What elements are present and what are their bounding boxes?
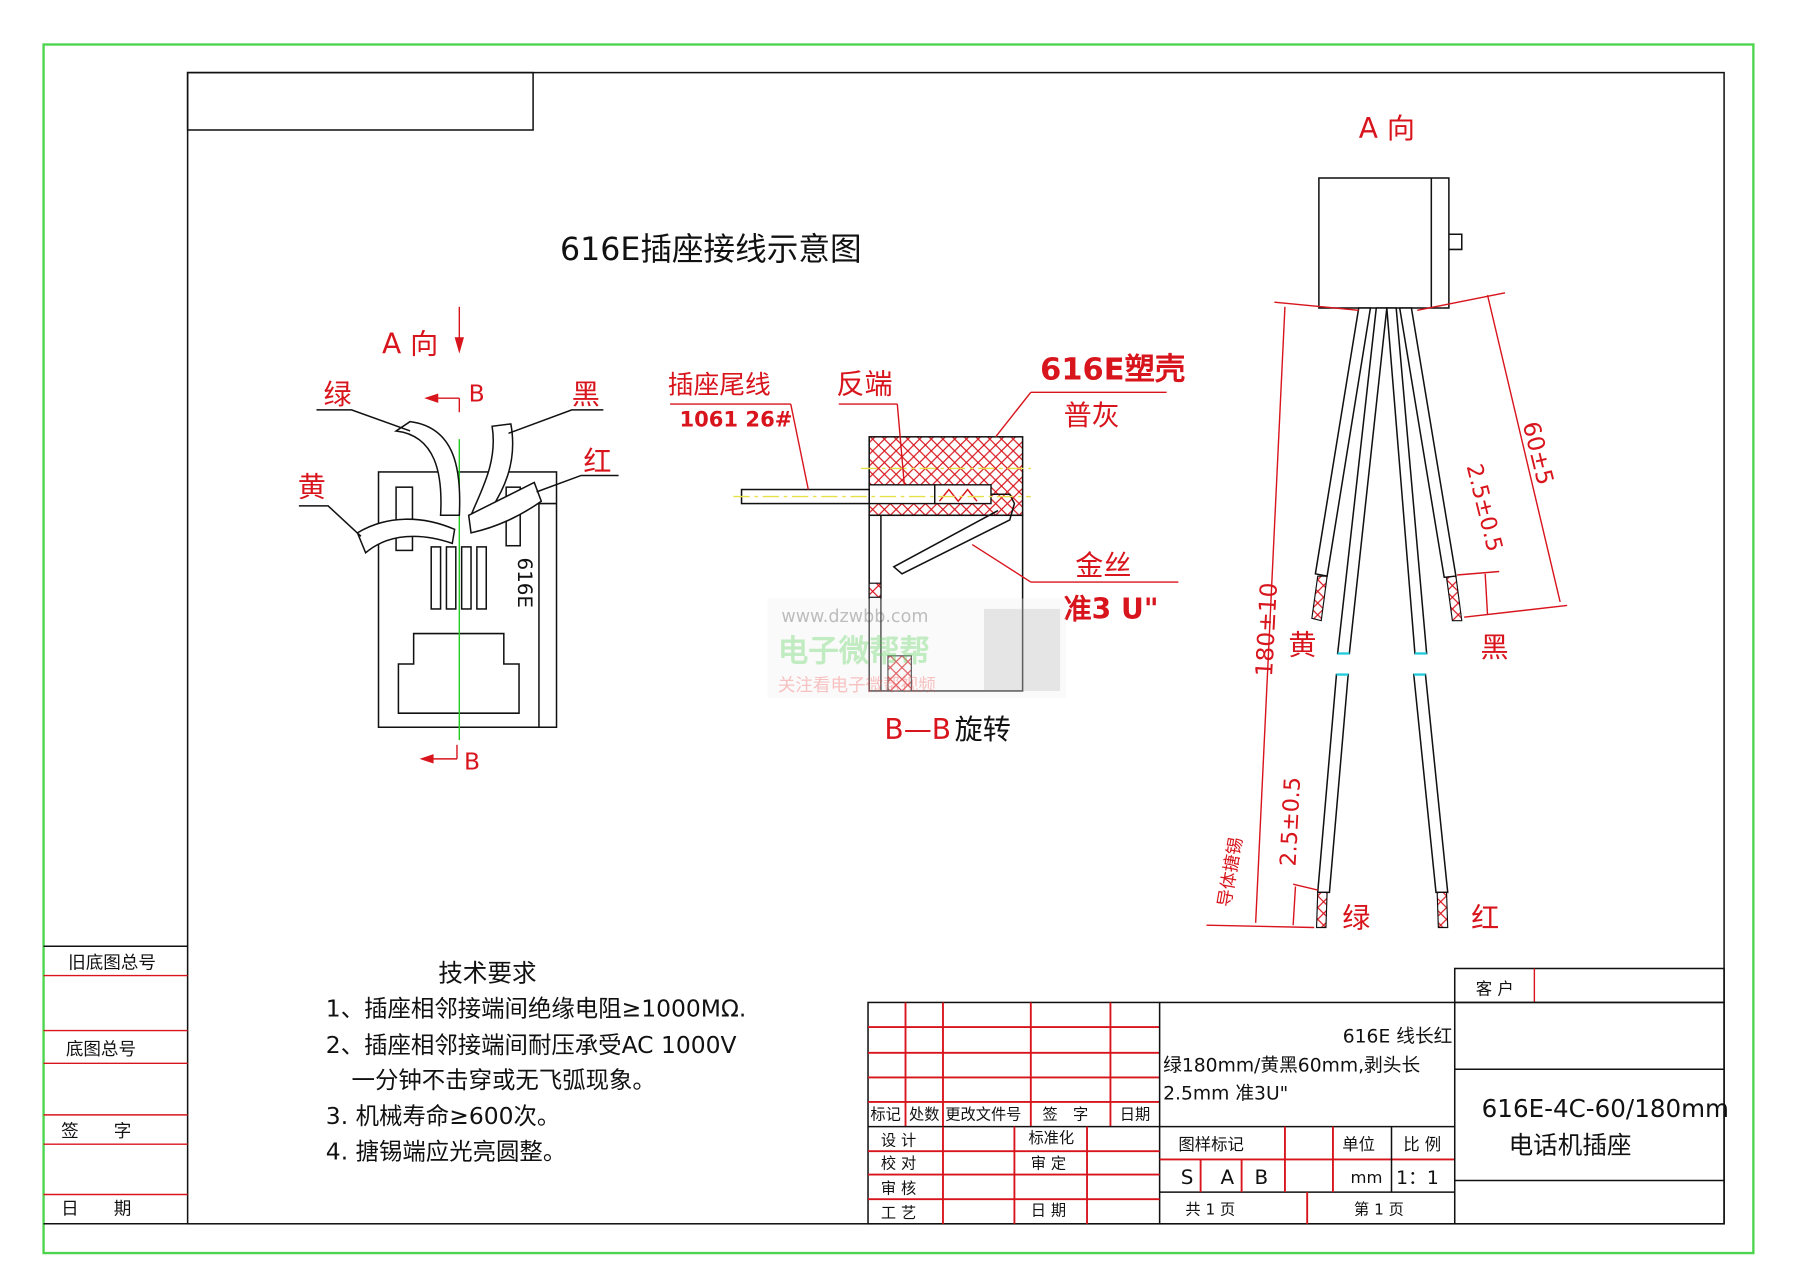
title-block: 客 户 标记 处数 更改文件号 签 字 日期 设 计 校 对 审 核 工 艺 标…	[867, 967, 1729, 1225]
section-annotations: 插座尾线 1061 26# 反端 616E塑壳 普灰 金丝 准3 U" B—B …	[668, 352, 1186, 746]
shell-color: 普灰	[1064, 399, 1120, 432]
page-number: 第 1 页	[1354, 1200, 1404, 1218]
watermark-url: www.dzwbb.com	[781, 607, 928, 627]
label-black: 黑	[572, 378, 600, 411]
yellow-wire	[356, 518, 456, 555]
corner-box	[186, 71, 534, 131]
dim-total-length: 180±10	[1250, 582, 1283, 677]
watermark: www.dzwbb.com 电子微帮帮 关注看电子微帮视频	[767, 598, 1066, 698]
approval-design: 设 计	[881, 1131, 916, 1149]
section-title-mark: B—B	[884, 713, 951, 746]
section-title-text: 旋转	[955, 713, 1011, 746]
side-label-old-number: 旧底图总号	[68, 953, 156, 973]
tech-line: 一分钟不击穿或无飞弧现象。	[352, 1066, 656, 1094]
body-marking: 616E	[513, 557, 536, 608]
tail-wire-label: 插座尾线	[668, 370, 771, 400]
rev-header-doc: 更改文件号	[945, 1106, 1021, 1124]
green-wire	[393, 420, 461, 517]
scale-label: 比 例	[1403, 1135, 1441, 1154]
tail-wire-spec: 1061 26#	[679, 406, 792, 431]
rev-header-count: 处数	[909, 1106, 939, 1124]
section-mark-bottom: B	[464, 747, 480, 775]
approval-final: 审 定	[1031, 1155, 1066, 1173]
label-green: 绿	[323, 378, 351, 411]
red-wire	[467, 481, 543, 534]
side-strip: 旧底图总号 底图总号 签 字 日 期	[43, 945, 188, 1225]
section-mark-top: B	[469, 380, 485, 408]
tech-heading: 技术要求	[438, 958, 536, 987]
tech-line: 3. 机械寿命≥600次。	[326, 1102, 560, 1130]
a-view: A 向	[1311, 112, 1463, 929]
pattern-mark-a: A	[1221, 1166, 1235, 1189]
approval-date: 日 期	[1031, 1202, 1066, 1220]
a-view-title: A 向	[1359, 112, 1415, 145]
rev-header-date: 日期	[1120, 1106, 1150, 1124]
description-line: 616E 线长红	[1343, 1026, 1453, 1047]
qr-code-icon	[983, 608, 1061, 691]
reverse-end-label: 反端	[836, 367, 892, 400]
tech-line: 2、插座相邻接端间耐压承受AC 1000V	[326, 1031, 737, 1059]
gold-plating-spec: 准3 U"	[1064, 592, 1159, 625]
dim-strip-lower: 2.5±0.5	[1276, 776, 1307, 867]
outer-border	[42, 43, 1755, 1255]
shell-label: 616E塑壳	[1040, 352, 1185, 387]
drawing-title: 616E插座接线示意图	[560, 232, 862, 268]
part-number: 616E-4C-60/180mm	[1482, 1094, 1729, 1123]
unit-value: mm	[1351, 1168, 1383, 1187]
watermark-slogan: 关注看电子微帮视频	[778, 676, 936, 696]
dim-short-length: 60±5	[1517, 419, 1560, 488]
description-line: 2.5mm 准3U"	[1163, 1084, 1288, 1105]
approval-review: 审 核	[881, 1179, 916, 1197]
unit-label: 单位	[1342, 1135, 1375, 1154]
tech-requirements: 技术要求 1、插座相邻接端间绝缘电阻≥1000MΩ. 2、插座相邻接端间耐压承受…	[326, 958, 746, 1165]
side-label-base-number: 底图总号	[66, 1040, 136, 1060]
a-label-black: 黑	[1481, 631, 1509, 664]
pattern-mark-s: S	[1181, 1166, 1194, 1189]
side-label-signature: 签 字	[61, 1122, 131, 1142]
gold-wire-label: 金丝	[1075, 549, 1131, 582]
approval-check: 校 对	[881, 1155, 916, 1173]
approval-standardization: 标准化	[1028, 1129, 1074, 1147]
tech-line: 4. 搪锡端应光亮圆整。	[326, 1137, 566, 1165]
approval-process: 工 艺	[881, 1204, 916, 1222]
section-view	[733, 436, 1031, 692]
socket-front-view: 616E	[356, 420, 558, 741]
total-pages: 共 1 页	[1185, 1200, 1235, 1218]
a-label-red: 红	[1471, 902, 1499, 935]
a-label-green: 绿	[1342, 902, 1370, 935]
scale-value: 1：1	[1396, 1168, 1439, 1189]
description-line: 绿180mm/黄黑60mm,剥头长	[1163, 1056, 1420, 1077]
view-a-label: A 向	[382, 328, 438, 361]
tech-line: 1、插座相邻接端间绝缘电阻≥1000MΩ.	[326, 995, 746, 1023]
pattern-mark-label: 图样标记	[1178, 1135, 1244, 1154]
side-label-date: 日 期	[61, 1199, 131, 1219]
tinning-label: 导体搪锡	[1215, 836, 1247, 909]
part-name: 电话机插座	[1509, 1131, 1632, 1160]
dim-strip-upper: 2.5±0.5	[1461, 461, 1508, 554]
left-view-annotations: A 向 B B 绿 黑 黄 红	[298, 306, 619, 775]
rev-header-mark: 标记	[870, 1106, 900, 1124]
watermark-name: 电子微帮帮	[778, 635, 930, 670]
customer-label: 客 户	[1476, 979, 1514, 998]
label-red: 红	[583, 445, 611, 478]
pattern-mark-b: B	[1254, 1166, 1268, 1189]
label-yellow: 黄	[298, 471, 326, 504]
a-view-dimensions: 180±10 60±5 2.5±0.5 2.5±0.5 导体搪锡 黄 黑 绿 红	[1206, 292, 1568, 935]
rev-header-sign: 签 字	[1043, 1106, 1089, 1124]
a-label-yellow: 黄	[1288, 629, 1316, 662]
